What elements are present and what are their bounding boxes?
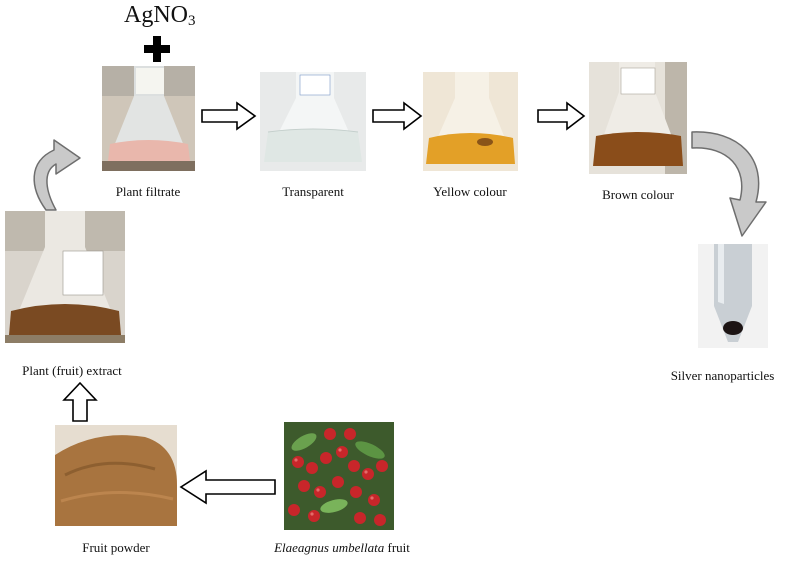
- reagent-label: AgNO3: [124, 2, 196, 29]
- fruit-powder-photo: [55, 425, 177, 526]
- fruit-label-suffix: fruit: [384, 540, 410, 555]
- silver-nanoparticles-label: Silver nanoparticles: [670, 368, 775, 383]
- arrow-powder-to-extract: [62, 381, 98, 422]
- arrow-fruit-to-powder: [179, 469, 276, 505]
- arrow-extract-to-filtrate: [24, 128, 106, 212]
- silver-nanoparticles-photo: [698, 244, 768, 348]
- transparent-label: Transparent: [282, 184, 344, 199]
- plant-extract-label: Plant (fruit) extract: [22, 363, 122, 378]
- plant-filtrate-label: Plant filtrate: [115, 184, 181, 199]
- fruit-label: Elaeagnus umbellata fruit: [262, 540, 422, 556]
- fruit-photo: [284, 422, 394, 530]
- fruit-species-name: Elaeagnus umbellata: [274, 540, 385, 555]
- plus-icon: [144, 36, 170, 62]
- brown-colour-label: Brown colour: [602, 187, 674, 202]
- plant-filtrate-photo: [102, 66, 195, 171]
- arrow-brown-to-nanoparticles: [686, 128, 778, 238]
- yellow-colour-label: Yellow colour: [433, 184, 507, 199]
- plant-extract-photo: [5, 211, 125, 343]
- arrow-yellow-to-brown: [537, 101, 586, 131]
- arrow-transparent-to-yellow: [372, 101, 423, 131]
- yellow-colour-photo: [423, 72, 518, 171]
- brown-colour-photo: [589, 62, 687, 174]
- transparent-photo: [260, 72, 366, 171]
- fruit-powder-label: Fruit powder: [82, 540, 150, 555]
- arrow-filtrate-to-transparent: [201, 101, 257, 131]
